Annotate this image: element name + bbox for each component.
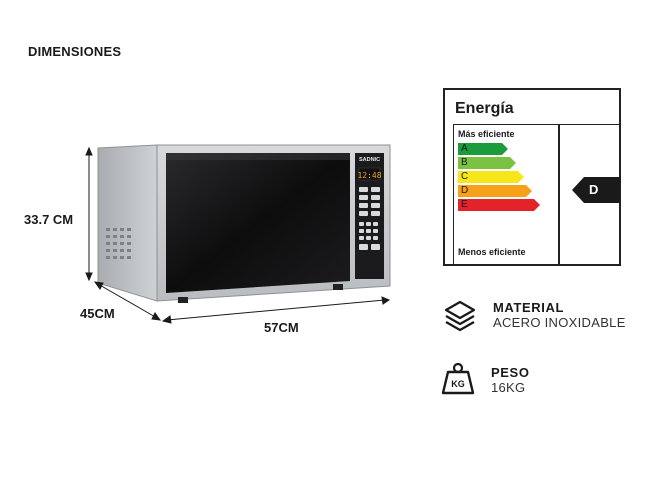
foot-right — [333, 284, 343, 290]
energy-class-letter: D — [461, 185, 469, 196]
energy-class-bar-a: A — [458, 143, 508, 155]
energy-label-divider — [558, 125, 560, 265]
brand-logo: SADNIC — [359, 157, 380, 163]
microwave-side — [97, 144, 158, 302]
energy-class-letter: B — [461, 157, 468, 168]
dimension-height-label: 33.7 CM — [24, 212, 74, 227]
foot-left — [178, 297, 188, 303]
weight-label: PESO — [491, 365, 530, 380]
layers-icon — [444, 300, 476, 332]
energy-label-title: Energía — [455, 100, 514, 117]
energy-class-bar-b: B — [458, 157, 516, 169]
page-title: DIMENSIONES — [28, 44, 122, 59]
dimension-depth-label: 45CM — [80, 306, 115, 321]
kg-icon-text: KG — [451, 379, 465, 389]
energy-class-bar-c: C — [458, 171, 524, 183]
energy-class-bar-e: E — [458, 199, 540, 211]
energy-class-letter: A — [461, 143, 468, 154]
energy-rating-arrow — [572, 177, 620, 203]
display-readout: 12:48 — [357, 171, 381, 180]
energy-rating-badge: D — [572, 177, 622, 203]
microwave-door — [166, 153, 350, 293]
material-label: MATERIAL — [493, 300, 564, 315]
microwave-illustration: SADNIC 12:48 — [85, 144, 391, 324]
energy-class-bar-d: D — [458, 185, 532, 197]
kg-weight-icon: KG — [441, 362, 475, 395]
weight-value: 16KG — [491, 380, 526, 395]
energy-class-letter: C — [461, 171, 469, 182]
energy-label-bottom-text: Menos eficiente — [458, 247, 526, 257]
energy-class-letter: E — [461, 199, 468, 210]
dimension-lines — [85, 146, 391, 324]
material-value: ACERO INOXIDABLE — [493, 315, 626, 330]
dimension-width-label: 57CM — [264, 320, 299, 335]
energy-rating-letter: D — [589, 182, 599, 197]
keypad-buttons — [359, 187, 380, 250]
energy-label-top-text: Más eficiente — [458, 129, 515, 139]
side-vents — [106, 228, 131, 259]
